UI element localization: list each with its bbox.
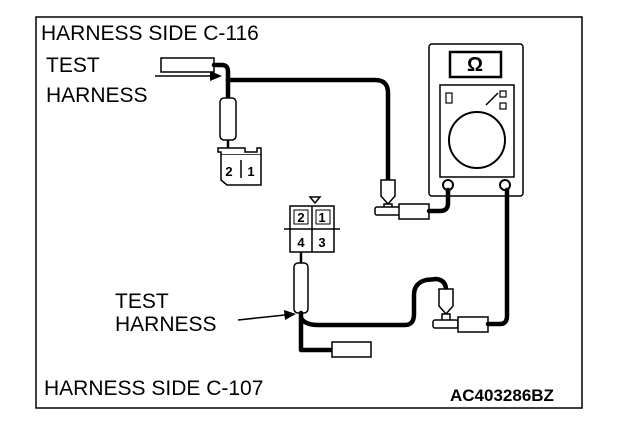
c107-pin-1: 1 [318,210,325,225]
wire-bottom-down [298,310,335,353]
selector-pointer-icon [485,92,499,106]
c107-pin-4: 4 [297,235,305,250]
selector-dial-icon [448,111,506,169]
ohm-icon: Ω [467,54,483,76]
label-harness-side-c116: HARNESS SIDE C-116 [41,22,259,45]
leader-arrow-bottom [237,310,296,321]
range-indicator-icon [499,90,507,98]
connector-c116: 2 1 [217,147,262,186]
test-harness-bottom [293,252,449,358]
test-probe-pin [219,97,237,141]
label-test-harness-bottom-2: HARNESS [115,313,217,336]
figure-code: AC403286BZ [450,386,554,405]
wire-bottom-to-probe [298,276,449,328]
diagram-frame [35,16,583,409]
range-indicator-icon [499,102,507,110]
range-indicator-icon [445,92,453,104]
probe-plug [398,203,430,220]
connector-c107: 2 1 4 3 [284,196,340,253]
label-harness-side-c107: HARNESS SIDE C-107 [44,377,263,400]
test-harness-top [160,57,391,183]
test-harness-tab [160,57,215,73]
probe-clip-2 [432,187,510,333]
wire-probe1-to-meter [426,187,451,214]
ohm-display [448,50,503,79]
c107-pin-2: 2 [297,210,304,225]
probe-clip-1 [374,179,451,220]
wire-probe2-to-meter [485,187,510,327]
test-probe-pin [293,262,309,314]
c116-pin-1: 1 [247,164,254,179]
probe-plug [457,316,489,333]
label-test-harness-bottom-1: TEST [115,290,169,313]
label-test-harness-top-2: HARNESS [46,84,148,107]
label-test-harness-top-1: TEST [46,54,100,77]
leader-arrow-top [155,71,222,81]
c116-pin-2: 2 [225,164,232,179]
multimeter: Ω [428,43,524,197]
test-harness-tab [331,341,372,358]
c107-pin-3: 3 [318,235,325,250]
